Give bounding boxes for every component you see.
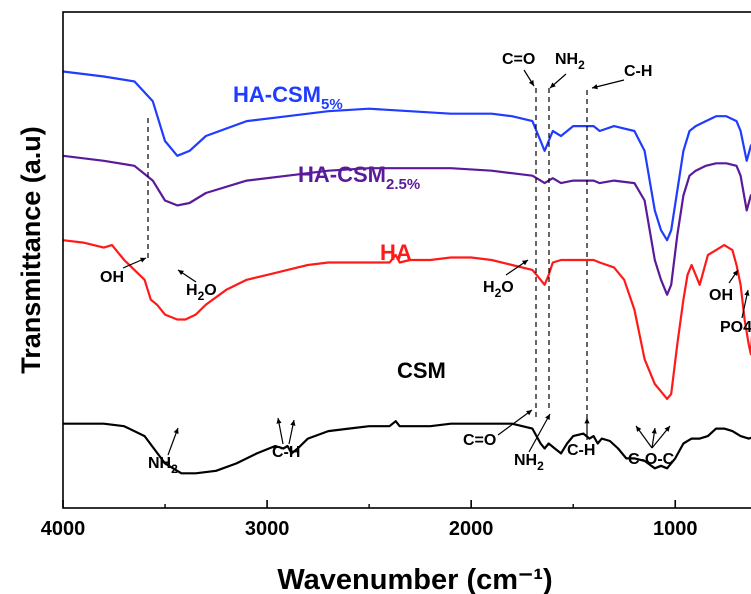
annotation-label: H2O (483, 279, 514, 300)
arrow-head (526, 410, 532, 416)
x-ticks: 4000 3000 2000 1000 (41, 500, 698, 540)
series-line (63, 239, 751, 400)
arrow-head (636, 426, 642, 432)
annotation-label: NH2 (148, 455, 178, 476)
arrow-head (545, 414, 550, 420)
y-axis-title: Transmittance (a.u) (16, 126, 46, 374)
x-axis-title: Wavenumber (cm⁻¹) (277, 564, 552, 594)
series-label: CSM (397, 358, 446, 383)
arrow-head (550, 82, 556, 88)
series-line (63, 70, 751, 242)
arrow-head (140, 257, 146, 263)
annotations: C=ONH2C-HOHH2OH2OPO4HPO4OHPO4NH2C-HC=ONH… (100, 51, 751, 476)
arrow-head (592, 84, 598, 90)
x-tick-label: 1000 (653, 518, 698, 540)
annotation-label: H2O (186, 282, 217, 303)
annotation-label: NH2 (555, 51, 585, 72)
annotation-arrow (591, 79, 625, 89)
annotation-arrow (528, 413, 551, 453)
arrow-head (732, 270, 738, 276)
annotation-label: OH (709, 287, 733, 304)
series-label: HA-CSM2.5% (298, 162, 420, 193)
arrow-head (744, 290, 750, 296)
annotation-label: C-H (624, 63, 652, 80)
annotation-label: C-H (567, 442, 595, 459)
dashed-guides (147, 88, 588, 420)
arrow-head (664, 426, 670, 432)
arrow-head (290, 420, 296, 426)
annotation-label: NH2 (514, 452, 544, 473)
series-line (63, 154, 751, 296)
x-tick-label: 4000 (41, 518, 86, 540)
x-tick-label: 3000 (245, 518, 290, 540)
annotation-label: C-H (272, 444, 300, 461)
series-line (63, 420, 751, 475)
x-tick-label: 2000 (449, 518, 494, 540)
plot-frame (62, 11, 751, 509)
arrow-head (528, 80, 534, 86)
annotation-label: PO4 (720, 319, 751, 336)
series-layer (63, 70, 751, 475)
annotation-label: OH (100, 269, 124, 286)
arrow-head (522, 260, 528, 266)
annotation-label: C=O (502, 51, 535, 68)
arrow-head (584, 418, 590, 424)
annotation-arrow (497, 409, 533, 436)
annotation-label: C-O-C (628, 451, 675, 468)
annotation-label: C=O (463, 432, 496, 449)
arrow-head (651, 428, 657, 434)
arrow-head (178, 270, 184, 276)
series-label: HA (380, 240, 412, 265)
series-label: HA-CSM5% (233, 82, 343, 113)
arrow-head (173, 428, 179, 434)
arrow-head (276, 418, 282, 424)
